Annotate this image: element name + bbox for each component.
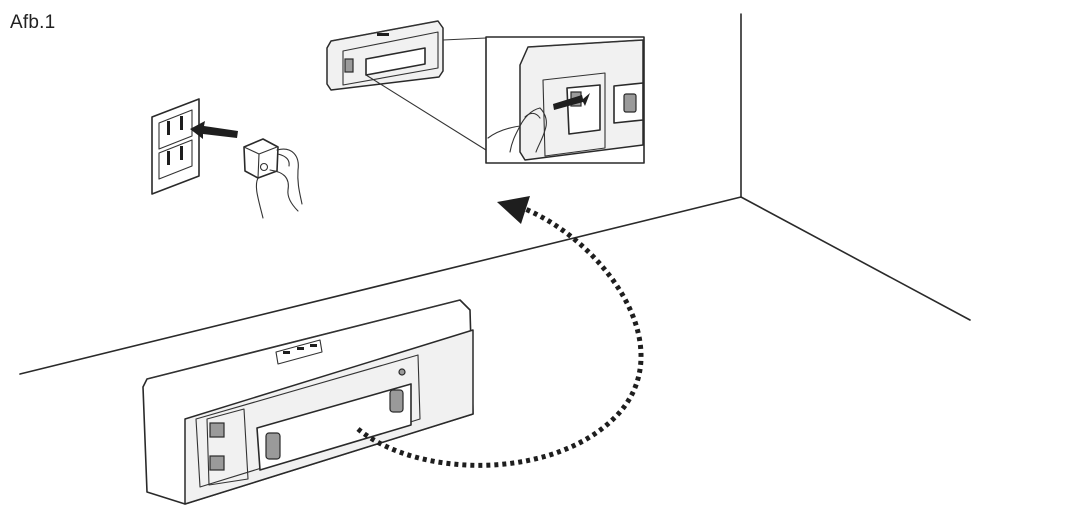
radio-unit-large xyxy=(142,299,474,505)
radio-unit-small xyxy=(326,20,487,151)
figure-label: Afb.1 xyxy=(10,12,56,33)
wall-outlet xyxy=(151,98,200,195)
hand-with-adapter xyxy=(243,138,303,219)
dotted-curved-arrow xyxy=(356,196,644,468)
room-lines xyxy=(19,13,971,375)
detail-inset xyxy=(485,36,645,164)
plug-in-arrow xyxy=(190,121,238,139)
